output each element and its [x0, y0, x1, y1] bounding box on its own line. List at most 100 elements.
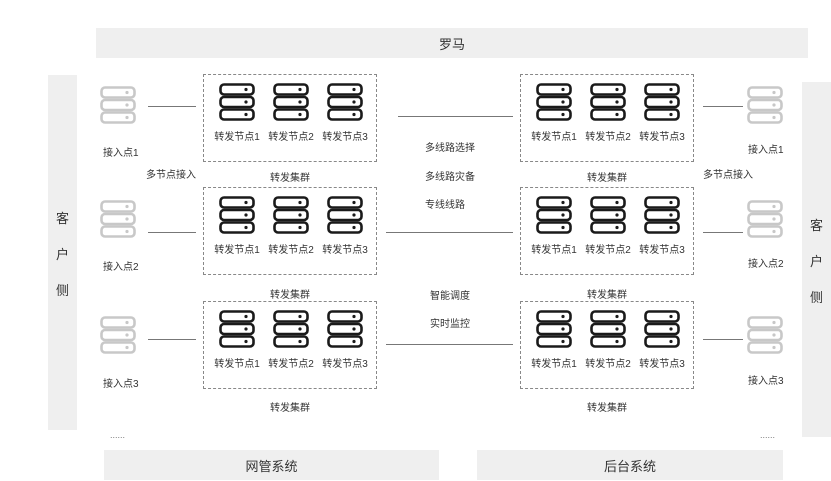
node-label: 转发节点2: [268, 359, 314, 370]
node-label: 转发节点2: [585, 359, 631, 370]
forwarding-node: 转发节点2: [581, 310, 635, 370]
server-icon: [590, 310, 626, 348]
client-side-left-char: 客: [55, 211, 69, 226]
client-side-left-char: 侧: [55, 283, 69, 298]
server-icon: [590, 83, 626, 121]
access-point-right-1: [745, 86, 785, 124]
node-label: 转发节点3: [322, 245, 368, 256]
client-side-right-char: 客: [809, 218, 823, 233]
server-icon: [100, 316, 136, 354]
server-icon: [327, 196, 363, 234]
forwarding-node: 转发节点3: [318, 196, 372, 256]
feature-label: 多线路灾备: [425, 172, 475, 183]
server-icon: [644, 310, 680, 348]
node-label: 转发节点1: [214, 359, 260, 370]
connector-line: [148, 339, 196, 340]
forwarding-node: 转发节点1: [527, 310, 581, 370]
access-point-label: 接入点3: [103, 379, 139, 390]
feature-label: 专线线路: [425, 200, 465, 211]
server-icon: [327, 83, 363, 121]
access-point-right-2: [745, 200, 785, 238]
forwarding-node: 转发节点1: [210, 83, 264, 143]
node-label: 转发节点2: [268, 245, 314, 256]
connector-line: [386, 344, 513, 345]
connector-line: [148, 106, 196, 107]
node-label: 转发节点2: [585, 245, 631, 256]
cluster-label: 转发集群: [270, 173, 310, 184]
forwarding-cluster: 转发节点1 转发节点2 转发节点3: [520, 187, 694, 275]
server-icon: [644, 83, 680, 121]
connector-line: [386, 232, 513, 233]
node-label: 转发节点3: [322, 132, 368, 143]
client-side-right-char: 户: [809, 254, 823, 269]
access-point-right-3: [745, 316, 785, 354]
node-label: 转发节点1: [214, 245, 260, 256]
access-point-left-2: [98, 200, 138, 238]
forwarding-node: 转发节点3: [318, 310, 372, 370]
server-icon: [273, 83, 309, 121]
connector-line: [703, 232, 743, 233]
forwarding-node: 转发节点3: [318, 83, 372, 143]
cluster-label: 转发集群: [587, 173, 627, 184]
forwarding-node: 转发节点1: [210, 310, 264, 370]
forwarding-cluster: 转发节点1 转发节点2 转发节点3: [203, 301, 377, 389]
top-band-label: 罗马: [438, 36, 465, 52]
cluster-label: 转发集群: [270, 290, 310, 301]
server-icon: [273, 310, 309, 348]
cluster-label: 转发集群: [587, 403, 627, 414]
node-label: 转发节点3: [639, 359, 685, 370]
feature-label: 智能调度: [430, 291, 470, 302]
access-point-label: 接入点1: [103, 148, 139, 159]
access-point-left-3: [98, 316, 138, 354]
forwarding-node: 转发节点1: [210, 196, 264, 256]
network-management-label: 网管系统: [245, 458, 298, 474]
forwarding-node: 转发节点3: [635, 310, 689, 370]
server-icon: [590, 196, 626, 234]
forwarding-node: 转发节点2: [581, 83, 635, 143]
forwarding-node: 转发节点1: [527, 83, 581, 143]
server-icon: [536, 196, 572, 234]
node-label: 转发节点3: [639, 245, 685, 256]
forwarding-cluster: 转发节点1 转发节点2 转发节点3: [520, 74, 694, 162]
connector-line: [148, 232, 196, 233]
forwarding-node: 转发节点2: [264, 310, 318, 370]
server-icon: [747, 316, 783, 354]
feature-label: 实时监控: [430, 319, 470, 330]
server-icon: [536, 310, 572, 348]
connector-line: [703, 339, 743, 340]
forwarding-cluster: 转发节点1 转发节点2 转发节点3: [203, 74, 377, 162]
access-point-label: 接入点3: [748, 376, 784, 387]
client-side-right: 客 户 侧: [802, 82, 831, 437]
node-label: 转发节点3: [322, 359, 368, 370]
forwarding-node: 转发节点1: [527, 196, 581, 256]
multi-node-access-right: 多节点接入: [703, 170, 753, 181]
forwarding-cluster: 转发节点1 转发节点2 转发节点3: [203, 187, 377, 275]
ellipsis-right: ......: [760, 430, 776, 440]
network-management-band: 网管系统: [104, 450, 439, 480]
server-icon: [273, 196, 309, 234]
access-point-label: 接入点1: [748, 145, 784, 156]
node-label: 转发节点1: [531, 132, 577, 143]
connector-line: [398, 116, 513, 117]
multi-node-access-left: 多节点接入: [146, 170, 196, 181]
node-label: 转发节点3: [639, 132, 685, 143]
access-point-left-1: [98, 86, 138, 124]
access-point-label: 接入点2: [748, 259, 784, 270]
forwarding-node: 转发节点3: [635, 196, 689, 256]
server-icon: [100, 86, 136, 124]
server-icon: [100, 200, 136, 238]
ellipsis-left: ......: [110, 430, 126, 440]
cluster-label: 转发集群: [270, 403, 310, 414]
node-label: 转发节点2: [268, 132, 314, 143]
node-label: 转发节点1: [531, 245, 577, 256]
client-side-right-char: 侧: [809, 290, 823, 305]
cluster-label: 转发集群: [587, 290, 627, 301]
server-icon: [536, 83, 572, 121]
client-side-left-char: 户: [55, 247, 69, 262]
top-band: 罗马: [96, 28, 808, 58]
forwarding-node: 转发节点2: [264, 196, 318, 256]
node-label: 转发节点1: [531, 359, 577, 370]
server-icon: [219, 196, 255, 234]
server-icon: [327, 310, 363, 348]
node-label: 转发节点1: [214, 132, 260, 143]
